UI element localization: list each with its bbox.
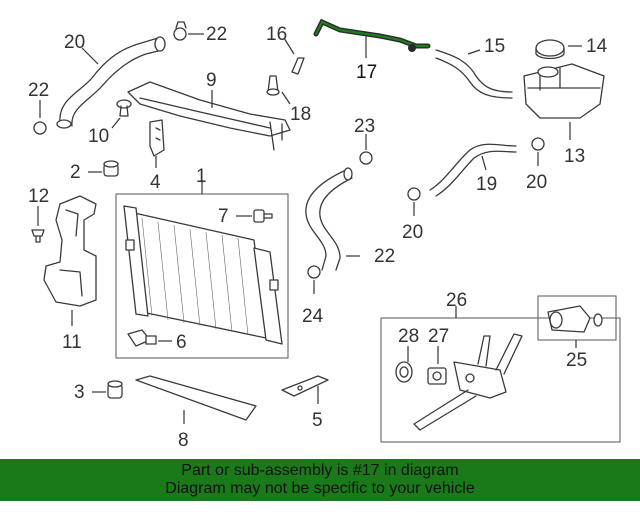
callout-9: 9 [206, 70, 217, 91]
callout-5: 5 [312, 410, 323, 431]
callout-20-right: 20 [526, 172, 547, 193]
callout-26: 26 [446, 290, 467, 311]
hose-19-drawing [429, 143, 517, 197]
callout-16: 16 [266, 24, 287, 45]
leader-19 [481, 155, 487, 171]
seal-28-drawing [395, 361, 413, 383]
callout-20-left: 20 [402, 222, 423, 243]
clamp-20-right [531, 137, 545, 151]
reservoir-13-drawing [523, 63, 605, 119]
callout-8: 8 [178, 430, 189, 451]
leader-16 [283, 37, 295, 55]
hose-21-drawing [56, 36, 166, 129]
clamp-22-left [33, 121, 47, 135]
clamp-24-top [359, 151, 373, 165]
pin-10-drawing [116, 99, 132, 117]
callout-13: 13 [564, 146, 585, 167]
callout-22-left: 22 [28, 80, 49, 101]
baffle-9-drawing [127, 81, 291, 151]
info-banner: Part or sub-assembly is #17 in diagram D… [0, 459, 640, 501]
callout-24-bottom: 24 [302, 306, 324, 327]
callout-24-top: 23 [354, 116, 375, 137]
bolt-7-drawing [253, 209, 273, 223]
callout-28: 28 [398, 326, 419, 347]
clip-12-drawing [31, 229, 45, 243]
clamp-24-bottom [307, 265, 321, 279]
callout-10: 10 [88, 126, 109, 147]
callout-11: 11 [62, 332, 82, 353]
callout-21: 20 [64, 32, 85, 53]
callout-23: 22 [374, 246, 395, 267]
leader-10 [111, 117, 121, 129]
hose-15-drawing [435, 49, 513, 99]
callout-22-top: 22 [206, 24, 227, 45]
callout-7: 7 [218, 206, 229, 227]
callout-19: 19 [476, 174, 497, 195]
pipe-17-highlighted [313, 18, 431, 52]
radiator-drawing [123, 205, 283, 345]
callout-1: 1 [196, 166, 207, 187]
outlet-25-drawing [547, 305, 603, 333]
callout-25: 25 [566, 350, 587, 371]
leader-15 [467, 49, 481, 55]
banner-line-2: Diagram may not be specific to your vehi… [165, 480, 475, 497]
callout-3: 3 [74, 382, 85, 403]
banner-line-1: Part or sub-assembly is #17 in diagram [181, 462, 459, 479]
cap-2-drawing [103, 160, 119, 177]
leader-21 [81, 47, 99, 65]
deflector-8-drawing [135, 375, 257, 421]
callout-14: 14 [586, 36, 608, 57]
callout-6: 6 [176, 332, 187, 353]
clamp-20-left [407, 187, 421, 201]
housing-26-drawing [413, 333, 523, 431]
bracket-4-drawing [149, 119, 165, 157]
callout-4: 4 [150, 172, 161, 193]
callout-12: 12 [28, 186, 49, 207]
callout-18: 18 [290, 104, 311, 125]
clamp-22-top [173, 21, 187, 41]
gasket-27-drawing [427, 367, 447, 385]
hose-16-drawing [291, 57, 305, 75]
callout-17: 17 [356, 62, 377, 83]
callout-2: 2 [70, 162, 81, 183]
baffle-11-drawing [43, 195, 97, 307]
outlet-group-box [537, 295, 617, 341]
parts-diagram: 20 22 22 9 10 4 2 12 [28, 18, 621, 451]
housing-group-box [380, 317, 621, 443]
leader-18 [281, 91, 291, 105]
hose-23-drawing [305, 167, 353, 271]
cap-14-drawing [535, 39, 565, 60]
fitting-18-drawing [266, 75, 280, 96]
callout-15: 15 [484, 36, 505, 57]
callout-27: 27 [428, 326, 449, 347]
sensor-6-drawing [127, 329, 157, 347]
bracket-5-drawing [281, 375, 329, 397]
plug-3-drawing [107, 380, 123, 399]
